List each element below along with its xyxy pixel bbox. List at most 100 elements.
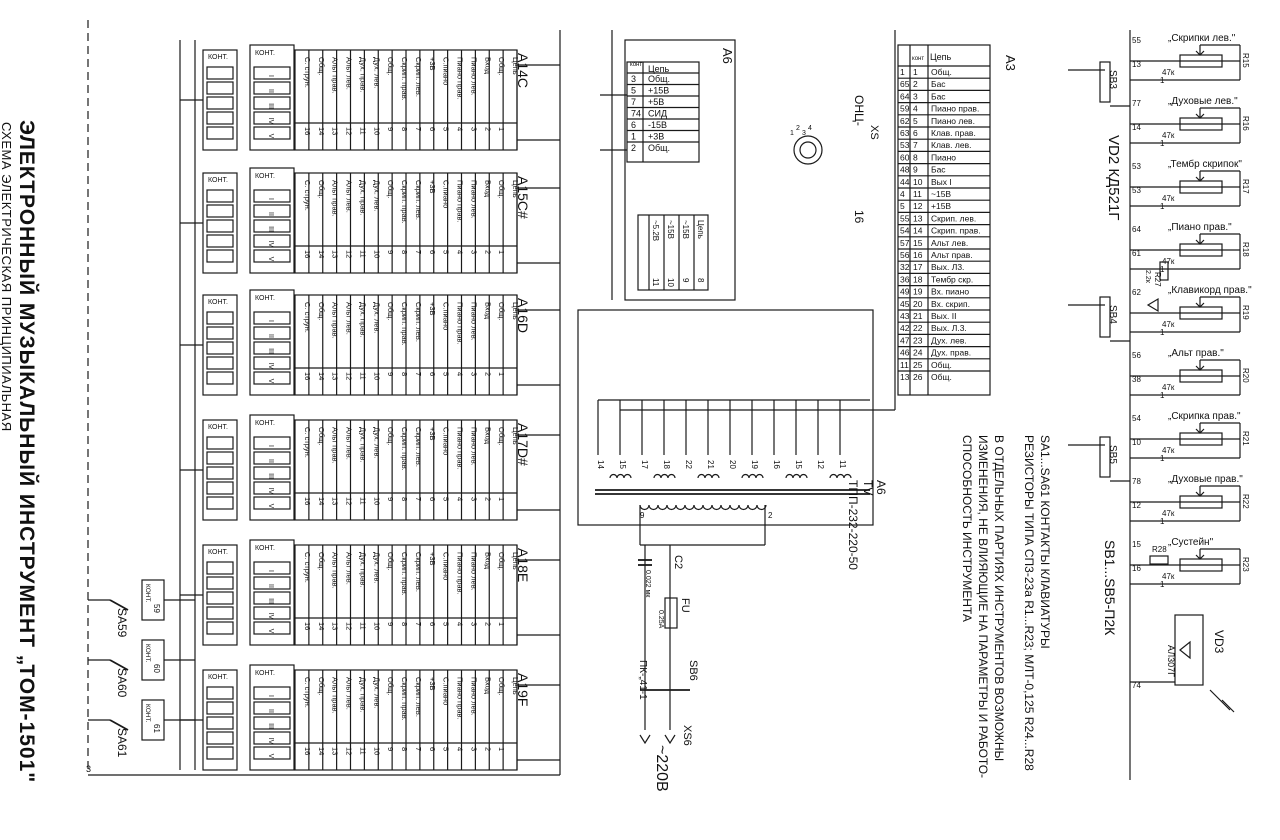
pin-number: 11: [358, 127, 367, 135]
contact-cell: [253, 96, 291, 110]
control-pin-bottom: 14: [1132, 123, 1141, 132]
signal-name: Дух. прав.: [358, 552, 367, 587]
signal-name: Альт прав.: [331, 677, 340, 714]
a3-circuit: Бас: [931, 79, 946, 89]
resistor-value: 47к: [1162, 131, 1175, 140]
primary-coil-turn: [711, 504, 722, 511]
module-name: A15C#: [515, 176, 531, 219]
signal-name: Вход: [483, 57, 492, 75]
kont-block-right: [249, 167, 295, 274]
pin-number: 8: [400, 372, 409, 376]
a3-name: A3: [1003, 55, 1018, 71]
control-pin-bottom: 38: [1132, 375, 1141, 384]
signal-name: Общ.: [317, 427, 326, 445]
signal-name: С.пиано: [442, 677, 451, 705]
contact-number: IV: [267, 738, 274, 745]
signal-name: Общ.: [497, 302, 506, 320]
a3-header-circuit: Цепь: [930, 52, 952, 62]
signal-name: Пиано прав.: [456, 677, 465, 720]
pin-number: 4: [456, 127, 465, 131]
transformer-pin: 21: [706, 460, 715, 469]
contact-cell: [206, 701, 234, 715]
signal-name: Общ.: [317, 180, 326, 198]
a3-row-number: 25: [913, 360, 923, 370]
signal-name: Общ.: [317, 57, 326, 75]
pin-number: 1: [497, 497, 506, 501]
a6-pin: 2: [631, 143, 636, 153]
a3-pin: 57: [900, 238, 910, 248]
contact-cell: [206, 576, 234, 590]
a3-circuit: Тембр скр.: [931, 274, 973, 284]
pin-number: 5: [442, 622, 451, 626]
contact-cell: [206, 746, 234, 760]
potentiometer-body: [1179, 180, 1223, 194]
a3-circuit: Клав. прав.: [931, 128, 976, 138]
pin-number: 1: [497, 250, 506, 254]
transformer-pin: 17: [640, 460, 649, 469]
signal-name: Альт лев.: [345, 302, 354, 335]
contact-number: III: [267, 103, 274, 109]
potentiometer-body: [1179, 54, 1223, 68]
potentiometer-body: [1179, 243, 1223, 257]
pin-number: 3: [469, 622, 478, 626]
led-light-arrows: [1209, 689, 1235, 713]
signal-name: Общ.: [386, 302, 395, 320]
a3-pin: 13: [900, 372, 910, 382]
r28-label: R28: [1152, 545, 1167, 554]
a3-row-number: 12: [913, 201, 923, 211]
signal-name: Вход: [483, 677, 492, 695]
control-pin-bottom: 10: [1132, 438, 1141, 447]
pin-number: 16: [303, 372, 312, 380]
kont-block-right: [249, 289, 295, 396]
pin-number: 7: [414, 497, 423, 501]
a3-pin: 55: [900, 213, 910, 223]
connector-onc-inner: [799, 141, 817, 159]
primary-pin: 9: [640, 511, 645, 520]
signal-name: Дух. лев.: [372, 57, 381, 89]
pin-number: 13: [331, 622, 340, 630]
sb-label: SB3: [1107, 70, 1118, 89]
vd3-pin: 74: [1132, 681, 1141, 690]
a3-row-number: 26: [913, 372, 923, 382]
signal-name: Дух. лев.: [372, 302, 381, 334]
r28-body: [1149, 555, 1169, 565]
signal-name: С. струн.: [303, 552, 312, 583]
pin-number: 2: [483, 622, 492, 626]
resistor-value: 47к: [1162, 320, 1175, 329]
signal-name: Дух. прав.: [358, 57, 367, 92]
contact-cell: [206, 66, 234, 80]
contact-cell: [253, 436, 291, 450]
a3-row-number: 1: [913, 67, 918, 77]
a3-circuit: Бас: [931, 91, 946, 101]
signal-name: Цепь: [511, 552, 520, 570]
signal-name: Альт прав.: [331, 427, 340, 464]
pin-number: 16: [303, 622, 312, 630]
pin-number: 14: [317, 127, 326, 135]
signal-name: Дух. прав.: [358, 427, 367, 462]
pin-number: 12: [345, 372, 354, 380]
coil-turn: [704, 473, 713, 479]
resistor-value: 47к: [1162, 194, 1175, 203]
pin-number: 10: [372, 250, 381, 258]
kont-label: КОНТ.: [255, 670, 275, 677]
contact-number: II: [267, 212, 274, 216]
signal-name: Альт прав.: [331, 302, 340, 339]
signal-name: Дух. лев.: [372, 180, 381, 212]
a3-row-number: 4: [913, 104, 918, 114]
a6-circuit: -15В: [648, 120, 667, 130]
primary-coil-turn: [747, 504, 758, 511]
signal-name: С.пиано: [442, 552, 451, 580]
signal-name: С.пиано: [442, 427, 451, 455]
a6-header-circuit: Цепь: [648, 64, 670, 74]
potentiometer-wiper: [1195, 45, 1205, 56]
a3-pin: 36: [900, 274, 910, 284]
signal-name: Общ.: [386, 180, 395, 198]
contact-number: II: [267, 459, 274, 463]
kont-label: КОНТ.: [208, 549, 228, 556]
a3-circuit: Вых. II: [931, 311, 956, 321]
signal-name: Альт лев.: [345, 427, 354, 460]
pin-number: 10: [372, 622, 381, 630]
potentiometer-wiper: [1195, 234, 1205, 245]
a6-out-circuit: ~15В: [666, 220, 675, 239]
